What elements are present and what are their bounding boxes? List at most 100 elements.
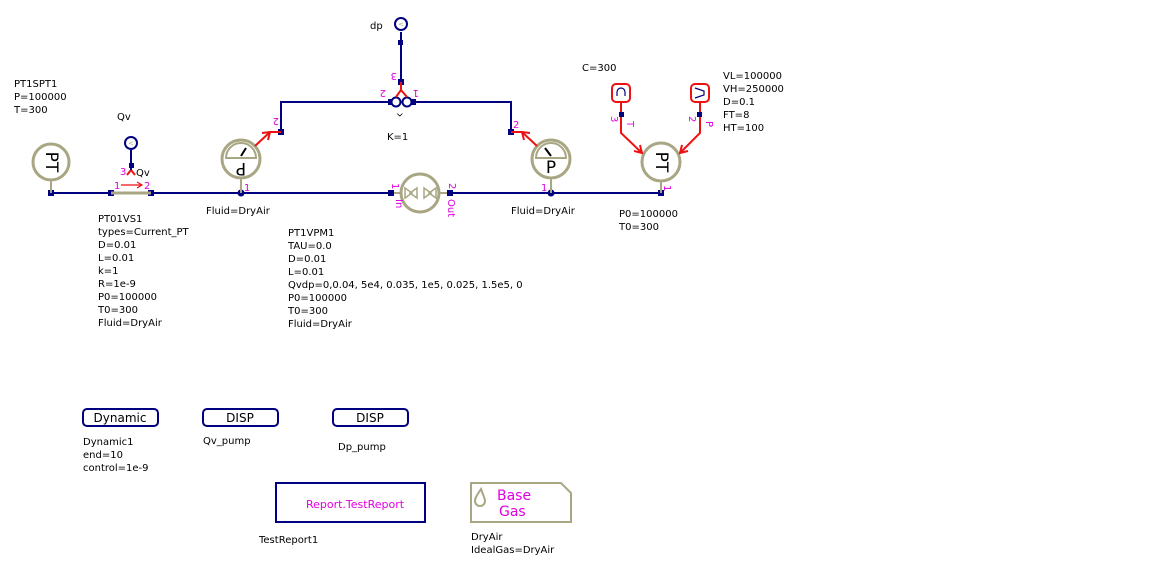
constant-icon (616, 87, 626, 96)
param: HT=100 (723, 123, 764, 134)
param: D=0.01 (98, 240, 136, 251)
node (398, 40, 403, 45)
arrow-head (520, 130, 531, 141)
gauge-needle (240, 147, 247, 157)
ramp-icon (694, 87, 705, 99)
const-box (611, 83, 631, 103)
sink-pt-component[interactable]: PT 1 3 2 T P (608, 103, 714, 193)
param: Dp_pump (338, 442, 386, 453)
qv-label: Qv (117, 112, 131, 123)
pump-params: PT1VPM1 TAU=0.0 D=0.01 L=0.01 Qvdp=0,0.0… (287, 228, 523, 330)
param: R=1e-9 (98, 279, 136, 290)
sink-pt-params: P0=100000 T0=300 (618, 209, 678, 233)
node (388, 190, 394, 196)
pressure-sensor-right[interactable]: P 1 2 Fluid=DryAir (511, 120, 576, 217)
dynamic-label: Dynamic (94, 411, 147, 425)
pin-label: 1 (541, 183, 547, 194)
base-gas-block[interactable]: Base Gas DryAir IdealGas=DryAir (470, 482, 572, 556)
input-port-icon (401, 96, 413, 108)
qv-output-terminal[interactable]: < Qv (117, 112, 138, 150)
disp-dp-block[interactable]: DISP Dp_pump (332, 408, 409, 453)
pin-label: 3 (608, 116, 619, 122)
output-terminal-icon (124, 136, 138, 150)
param: TestReport1 (258, 535, 318, 546)
ramp-source[interactable] (690, 83, 710, 103)
source-pt-component[interactable]: PT (31, 142, 71, 193)
disp-qv-block[interactable]: DISP Qv_pump (202, 408, 279, 447)
pin-label: 3 (391, 70, 397, 81)
pin-label: 2 (446, 183, 457, 189)
disp-label: DISP (356, 411, 384, 425)
param: L=0.01 (98, 253, 134, 264)
param: T0=300 (97, 305, 138, 316)
dp-label: dp (370, 21, 383, 32)
gain-block[interactable]: ^ 1 2 3 K=1 (380, 70, 419, 143)
ramp-source-params: VL=100000 VH=250000 D=0.1 FT=8 HT=100 (723, 71, 784, 134)
pin-label: 2 (380, 87, 386, 98)
param: control=1e-9 (83, 463, 149, 474)
param: end=10 (83, 450, 123, 461)
volume-sensor-component[interactable]: 1 2 3 Qv (111, 150, 151, 195)
param: Fluid=DryAir (511, 206, 576, 217)
param: K=1 (387, 132, 408, 143)
ramp-box (690, 83, 710, 103)
t-signal-link (620, 103, 643, 154)
valve-icon (408, 186, 418, 200)
param: k=1 (98, 266, 119, 277)
valve-icon (404, 186, 414, 200)
output-terminal-icon (394, 17, 408, 31)
pin-label: 1 (413, 87, 419, 98)
param: PT01VS1 (98, 214, 142, 225)
base-gas-label-line1: Base (497, 488, 531, 504)
valve-icon (427, 186, 437, 200)
pin-label: 1 (114, 181, 120, 192)
disp-label: DISP (226, 411, 254, 425)
pump-circle (399, 172, 441, 214)
param: Fluid=DryAir (98, 318, 163, 329)
node (410, 99, 416, 105)
report-block[interactable]: Report.TestReport TestReport1 (258, 482, 426, 546)
param: Qvdp=0,0.04, 5e4, 0.035, 1e5, 0.025, 1.5… (288, 280, 523, 291)
in-label: In (393, 199, 404, 208)
terminal-glyph: < (398, 21, 404, 29)
pump-component[interactable]: 1 2 In Out (389, 172, 457, 217)
base-gas-box (470, 482, 572, 523)
pin-label: 3 (120, 167, 126, 178)
signal-fork-icon (126, 168, 136, 176)
param: P0=100000 (619, 209, 678, 220)
param: T0=300 (287, 306, 328, 317)
p-signal-link (679, 103, 701, 154)
wire-right-sensor-to-gain[interactable] (413, 101, 512, 132)
param: D=0.01 (288, 254, 326, 265)
disp-box (332, 408, 409, 427)
dynamic-box (82, 408, 159, 427)
signal-wires (278, 32, 514, 135)
droplet-icon (473, 486, 487, 507)
pin-label: 1 (244, 183, 250, 194)
pin-label: 2 (513, 120, 519, 131)
dynamic-block[interactable]: Dynamic (82, 408, 159, 427)
param: Qv_pump (203, 436, 251, 447)
pin-label: 2 (144, 181, 150, 192)
pin-label: 2 (273, 115, 279, 126)
gauge-needle (544, 147, 552, 157)
param: DryAir (471, 532, 503, 543)
arrow-head (678, 144, 689, 155)
node (129, 163, 134, 168)
gain-symbol: ^ (396, 106, 404, 117)
p-symbol: P (546, 158, 556, 178)
constant-source[interactable]: C=300 (582, 63, 631, 103)
report-label: Report.TestReport (306, 498, 405, 511)
volume-sensor-params: PT01VS1 types=Current_PT D=0.01 L=0.01 k… (97, 214, 190, 329)
wire-left-sensor-to-gain[interactable] (280, 101, 391, 132)
source-pt-params: PT1SPT1 P=100000 T=300 (13, 79, 67, 116)
signal-fork-icon (395, 88, 408, 98)
dp-output-terminal[interactable]: < dp (370, 17, 408, 32)
pin-label: 2 (686, 116, 697, 122)
param: TAU=0.0 (287, 241, 332, 252)
terminal-glyph: < (128, 140, 134, 148)
param: PT1VPM1 (288, 228, 334, 239)
pressure-sensor-left[interactable]: P 1 2 Fluid=DryAir (206, 115, 281, 217)
valve-icon (423, 186, 433, 200)
